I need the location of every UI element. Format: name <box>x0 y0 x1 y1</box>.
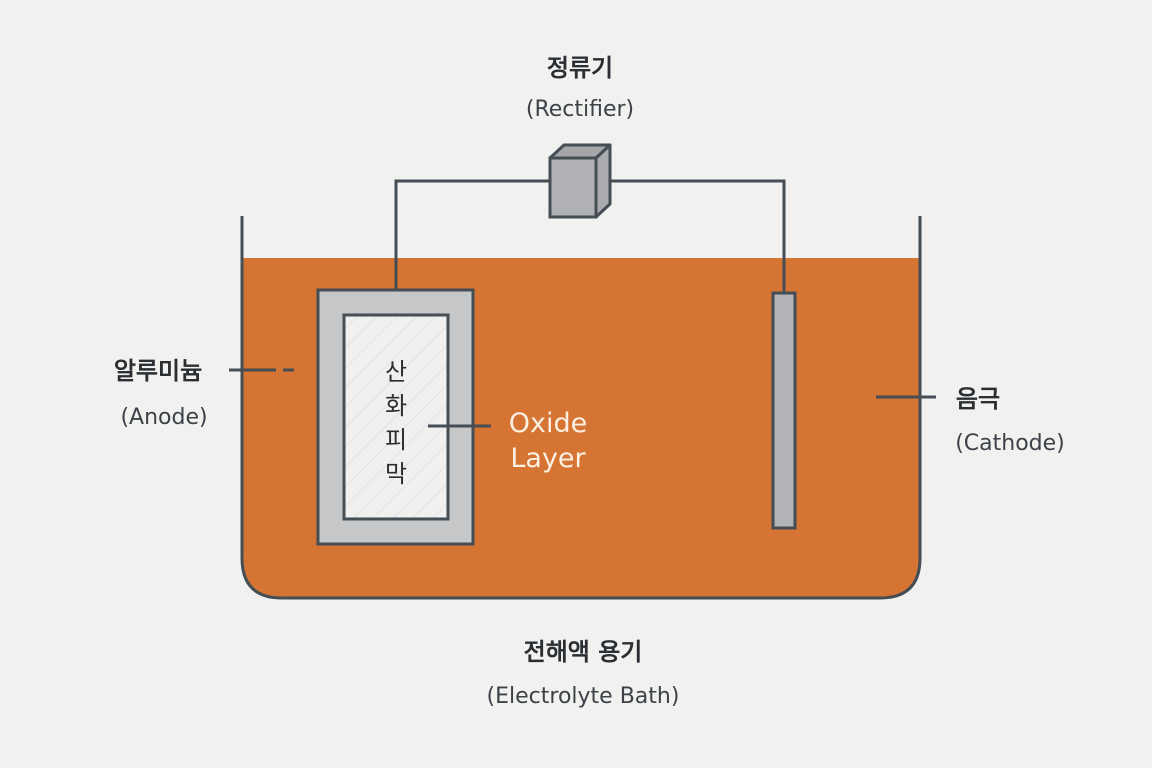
bath-label-ko: 전해액 용기 <box>524 638 643 666</box>
bath-container <box>240 216 922 600</box>
cathode-label-en: (Cathode) <box>955 431 1065 456</box>
anode-label-ko: 알루미늄 <box>114 357 202 385</box>
cathode-label-ko: 음극 <box>956 385 1000 413</box>
bath-label-en: (Electrolyte Bath) <box>487 684 680 709</box>
anode-label-en: (Anode) <box>120 405 207 430</box>
oxide-label-vertical-2: 화 <box>385 392 407 420</box>
wire-cathode <box>610 179 786 293</box>
oxide-layer <box>342 313 450 521</box>
oxide-label-vertical-1: 산 <box>385 358 407 386</box>
oxide-label-en-line2: Layer <box>510 443 586 474</box>
box-3d-icon <box>548 143 612 219</box>
rectifier-label-en: (Rectifier) <box>526 97 634 122</box>
oxide-label-vertical-4: 막 <box>385 460 407 488</box>
oxide-label-en-line1: Oxide <box>509 408 587 439</box>
wire-anode <box>394 179 552 290</box>
cathode-rod <box>771 291 797 530</box>
oxide-label-vertical-3: 피 <box>385 426 407 454</box>
rectifier-label-ko: 정류기 <box>547 54 613 82</box>
